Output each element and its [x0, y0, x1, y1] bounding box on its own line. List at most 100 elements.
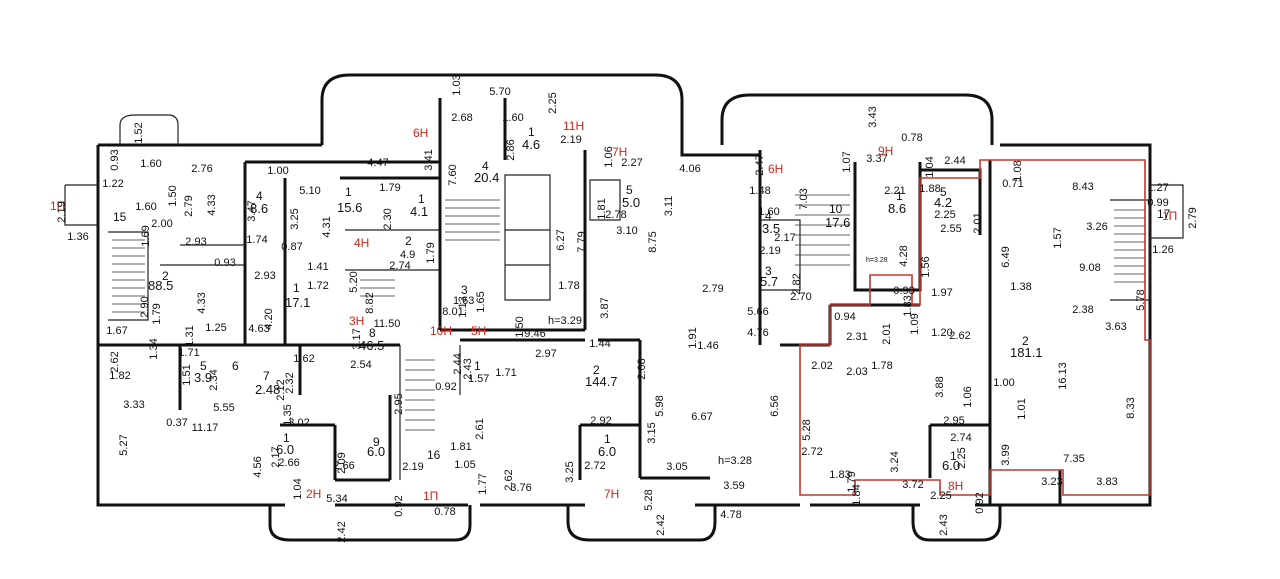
dimension-label: 5.78 [1135, 289, 1147, 310]
dimension-label: 4.33 [196, 292, 208, 313]
svg-text:7: 7 [263, 369, 270, 383]
dimension-label: 1.01 [1016, 398, 1028, 419]
svg-text:2: 2 [1022, 334, 1029, 348]
ceiling-heights: h=3.29 h=3.28 h=3.28 [548, 257, 888, 467]
dimension-label: 2.02 [811, 360, 832, 372]
dimension-label: 16.13 [1057, 362, 1069, 390]
dimension-label: 3.23 [1041, 476, 1062, 488]
dimension-label: 2.61 [474, 418, 486, 439]
svg-text:1: 1 [293, 281, 300, 295]
dimension-label: 3.43 [867, 106, 879, 127]
ceiling-height: h=3.28 [718, 455, 752, 467]
dimension-label: 5.55 [213, 402, 234, 414]
svg-text:2: 2 [405, 234, 412, 248]
svg-text:17.6: 17.6 [825, 215, 850, 230]
svg-text:5: 5 [940, 185, 947, 199]
dimension-label: 2.47 [754, 154, 766, 175]
svg-text:8: 8 [369, 326, 376, 340]
dimension-label: 11.50 [374, 318, 401, 330]
room-label: 16.0 [942, 449, 960, 473]
dimension-label: 3.10 [616, 225, 637, 237]
dimension-label: 1.05 [454, 459, 475, 471]
unit-tag-2n: 2Н [306, 487, 321, 501]
dimension-label: 1.91 [687, 327, 699, 348]
highlighted-unit-outline [799, 159, 1151, 496]
unit-tag-7n-bottom: 7Н [604, 487, 619, 501]
dimension-label: 0.92 [435, 381, 456, 393]
dimension-label: 1.97 [931, 287, 952, 299]
dimension-label: 4.33 [206, 194, 218, 215]
svg-text:1.63: 1.63 [453, 295, 474, 307]
ceiling-height: h=3.29 [548, 315, 582, 327]
dimension-label: 8.01 [442, 306, 463, 318]
dimension-label: 1.79 [846, 471, 858, 492]
dimension-label: 1.78 [871, 360, 892, 372]
dimension-label: 1.41 [307, 261, 328, 273]
room-label: 72.48 [255, 369, 280, 397]
dimension-label: 2.43 [938, 514, 950, 535]
unit-tags: 1П 1П 1П 2Н 3Н 4Н 5Н 6Н 6Н 7Н 7Н 8Н 9Н 1… [50, 119, 1177, 503]
dimension-label: 7.35 [1063, 453, 1084, 465]
dimension-label: 1.69 [140, 225, 152, 246]
svg-text:1: 1 [418, 192, 425, 206]
dimension-label: 1.60 [502, 112, 523, 124]
room-label: 43.5 [762, 209, 780, 236]
dimension-label: 1.50 [514, 316, 526, 337]
dimension-label: 3.17 [351, 328, 363, 349]
dimension-label: 8.75 [647, 231, 659, 252]
room-label: 53.9 [194, 359, 212, 385]
svg-text:8.6: 8.6 [888, 201, 906, 216]
dimension-label: 1.79 [151, 303, 163, 324]
dimension-label: 2.66 [278, 457, 299, 469]
svg-text:4.2: 4.2 [934, 195, 952, 210]
svg-text:6.0: 6.0 [942, 458, 960, 473]
svg-text:5.0: 5.0 [622, 195, 640, 210]
dimension-label: 1.56 [920, 256, 932, 277]
dimension-label: 1.81 [450, 441, 471, 453]
room-label: 117.1 [285, 281, 310, 310]
dimension-label: 1.77 [477, 473, 489, 494]
dimension-label: 1.84 [851, 484, 863, 505]
dimension-label: 3.76 [510, 482, 531, 494]
dimension-label: 2.01 [972, 212, 984, 233]
unit-tag-1p-left: 1П [50, 199, 65, 213]
svg-text:1: 1 [474, 359, 481, 373]
dimension-label: 3.63 [1105, 321, 1126, 333]
room-label: 55.0 [622, 183, 640, 210]
unit-tag-1p-bottom: 1П [423, 489, 438, 503]
dimension-label: 1.13 [457, 296, 469, 317]
ceiling-height: h=3.28 [866, 257, 888, 264]
dimension-label: 2.38 [1072, 304, 1093, 316]
dimension-label: 2.62 [949, 330, 970, 342]
dimension-label: 2.76 [191, 163, 212, 175]
dimension-label: 4.20 [263, 308, 275, 329]
room-label: 54.2 [934, 185, 952, 210]
unit-tag-3n: 3Н [349, 314, 364, 328]
dimension-label: 2.19 [759, 245, 780, 257]
dimension-label: 9.46 [524, 328, 545, 340]
dimension-label: 3.24 [889, 451, 901, 472]
svg-text:4: 4 [482, 159, 489, 173]
dimension-label: 3.33 [123, 399, 144, 411]
dimension-label: 1.67 [106, 325, 127, 337]
svg-text:1: 1 [283, 431, 290, 445]
dimension-label: 2.72 [801, 446, 822, 458]
dimension-label: 2.32 [284, 372, 296, 393]
dimension-label: 4.47 [367, 157, 388, 169]
svg-text:5: 5 [200, 359, 207, 373]
dimension-label: 1.09 [909, 313, 921, 334]
dimension-label: 3.02 [288, 417, 309, 429]
dimension-label: 1.35 [282, 404, 294, 425]
dimension-label: 2.54 [350, 359, 371, 371]
unit-tag-4n: 4Н [354, 236, 369, 250]
dimension-label: 2.43 [462, 358, 474, 379]
svg-text:6.0: 6.0 [276, 442, 294, 457]
dimension-label: 8.33 [1125, 397, 1137, 418]
dimension-label: 8.43 [1072, 181, 1093, 193]
unit-tag-5n: 5Н [471, 324, 486, 338]
dimension-label: 0.99 [1147, 197, 1168, 209]
dimension-label: 1.00 [267, 165, 288, 177]
